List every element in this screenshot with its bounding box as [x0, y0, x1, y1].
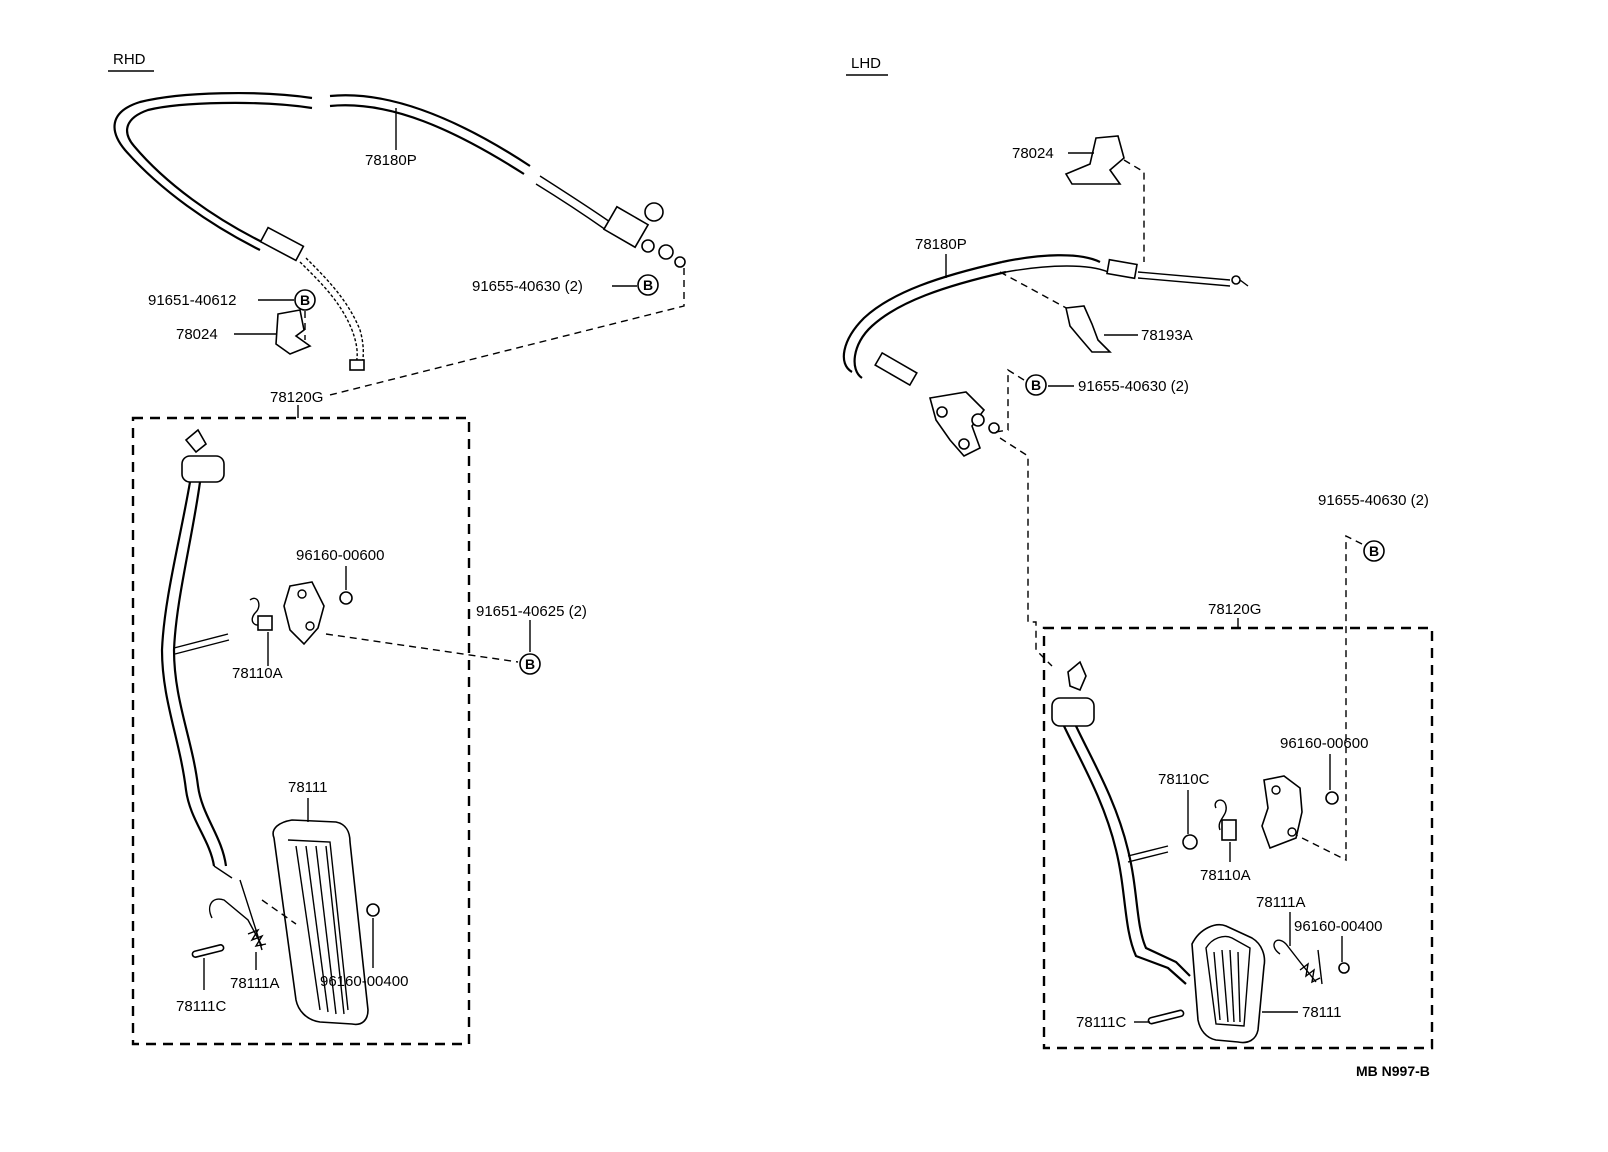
- lhd-pedal-bracket: [1261, 775, 1303, 850]
- rhd-bracket-hole-1: [297, 589, 307, 599]
- rhd-label-spring-a: 78110A: [232, 665, 283, 682]
- lhd-label-nut2: 91655-40630 (2): [1318, 492, 1429, 509]
- rhd-pedal-bracket: [283, 581, 325, 646]
- lhd-bracket-hole-1: [1271, 785, 1281, 795]
- rhd-circle-b-2-text: B: [643, 277, 653, 293]
- lhd-label-clip: 96160-00400: [1294, 918, 1382, 935]
- lhd-circle-b-1: [1025, 374, 1047, 396]
- lhd-label-clamp: 78193A: [1141, 327, 1193, 344]
- rhd-dash-pin-bolt: [325, 633, 519, 663]
- rhd-label-bolt: 91651-40612: [148, 292, 236, 309]
- lhd-washer: [1325, 791, 1339, 805]
- lhd-bracket-hole-2: [1287, 827, 1297, 837]
- rhd-spring-a: [249, 597, 273, 666]
- rhd-label-washer: 96160-00600: [296, 547, 384, 564]
- lhd-dash-cable-to-pedal: [999, 437, 1053, 667]
- lhd-dash-bracket: [1123, 159, 1145, 262]
- rhd-circle-b-1-text: B: [300, 292, 310, 308]
- lhd-label-spring-b: 78111A: [1256, 894, 1306, 911]
- rhd-circle-b-2: [637, 274, 659, 296]
- rhd-label-nut: 91655-40630 (2): [472, 278, 583, 295]
- lhd-label-bracket: 78024: [1012, 145, 1054, 162]
- rhd-pedal-arm: [160, 428, 233, 879]
- lhd-accelerator-cable: [842, 254, 1249, 457]
- diagram-code: MB N997-B: [1356, 1063, 1430, 1079]
- rhd-circle-b-3-text: B: [525, 656, 535, 672]
- lhd-circle-b-1-text: B: [1031, 377, 1041, 393]
- lhd-label-cable: 78180P: [915, 236, 967, 253]
- lhd-dash-clamp: [999, 271, 1071, 311]
- lhd-clamp: [1065, 305, 1112, 353]
- lhd-bracket: [1064, 135, 1125, 185]
- rhd-title: RHD: [113, 51, 146, 68]
- rhd-spring-b: [208, 879, 297, 970]
- lhd-pin: [1147, 1009, 1185, 1025]
- lhd-spring-a: [1214, 799, 1237, 862]
- rhd-bracket-hole-2: [305, 621, 315, 631]
- rhd-accelerator-cable: [113, 91, 686, 371]
- rhd-clip: [366, 903, 380, 917]
- lhd-circle-b-2: [1363, 540, 1385, 562]
- lhd-dash-nut2: [1289, 534, 1363, 862]
- lhd-circle-b-2-text: B: [1369, 543, 1379, 559]
- rhd-assembly-box: [131, 416, 471, 1046]
- rhd-section: RHD 78180P B 91651-40612 7: [108, 51, 686, 1046]
- lhd-spring-b: [1273, 939, 1323, 985]
- lhd-dash-nut: [995, 368, 1025, 433]
- lhd-bushing: [1182, 834, 1198, 850]
- rhd-label-clip: 96160-00400: [320, 973, 408, 990]
- lhd-pedal-arm: [1051, 660, 1191, 985]
- rhd-label-assy: 78120G: [270, 389, 323, 406]
- lhd-assembly-box: [1042, 626, 1434, 1050]
- rhd-dash-cable-to-pedal: [325, 268, 685, 397]
- lhd-section: LHD 78024 78180P 781: [842, 55, 1434, 1050]
- lhd-label-pedal: 78111: [1302, 1004, 1342, 1021]
- lhd-label-pin: 78111C: [1076, 1014, 1126, 1031]
- lhd-title: LHD: [851, 55, 881, 72]
- rhd-label-pin: 78111C: [176, 998, 226, 1015]
- rhd-bracket: [275, 309, 312, 355]
- rhd-label-spring-b: 78111A: [230, 975, 280, 992]
- lhd-label-washer: 96160-00600: [1280, 735, 1368, 752]
- lhd-label-assy: 78120G: [1208, 601, 1261, 618]
- rhd-washer: [339, 591, 353, 605]
- rhd-circle-b-3: [519, 653, 541, 675]
- rhd-pin: [191, 944, 225, 958]
- lhd-clip: [1338, 962, 1350, 974]
- lhd-label-nut: 91655-40630 (2): [1078, 378, 1189, 395]
- rhd-label-bracket: 78024: [176, 326, 218, 343]
- rhd-label-pin-bolt: 91651-40625 (2): [476, 603, 587, 620]
- rhd-label-cable: 78180P: [365, 152, 417, 169]
- rhd-pedal-pad: [272, 819, 369, 1026]
- rhd-label-pedal: 78111: [288, 779, 328, 796]
- rhd-circle-b-1: [294, 289, 316, 311]
- lhd-label-spring-a: 78110A: [1200, 867, 1251, 884]
- lhd-pedal-pad: [1191, 924, 1266, 1044]
- lhd-label-bushing: 78110C: [1158, 771, 1210, 788]
